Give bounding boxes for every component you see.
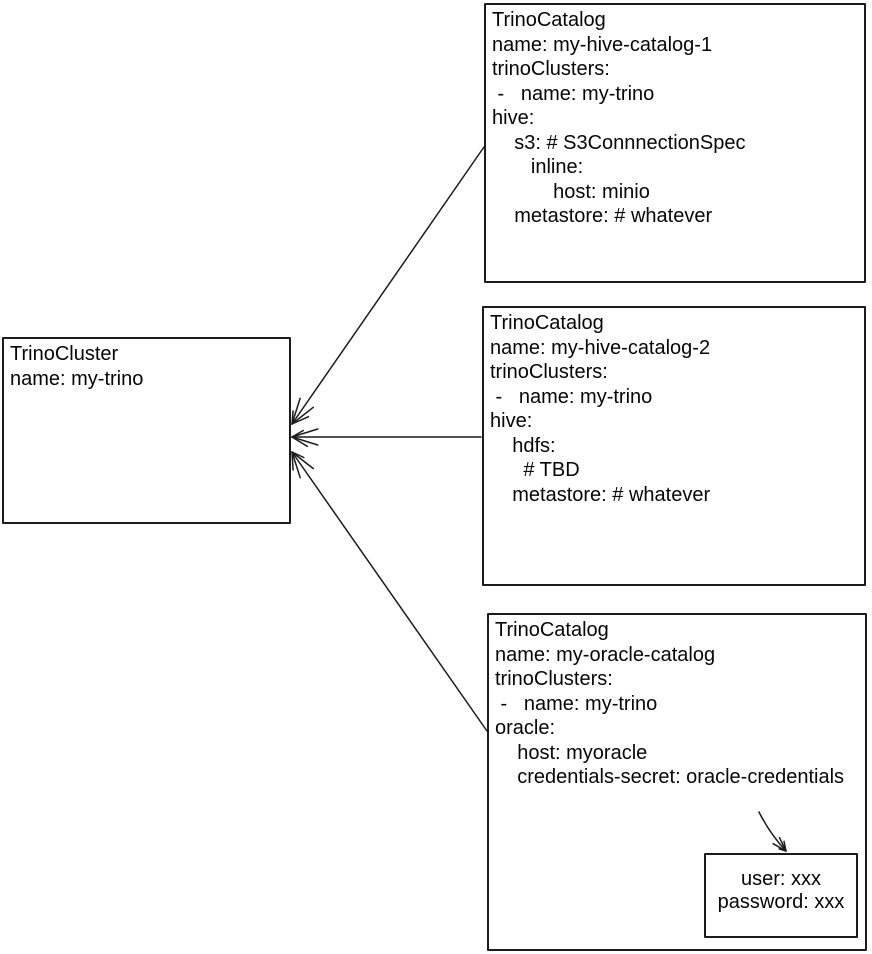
trino-catalog-hive-1-yaml: TrinoCatalog name: my-hive-catalog-1 tri… (492, 9, 746, 227)
credentials-secret-text: user: xxx password: xxx (717, 868, 845, 913)
trino-catalog-oracle-yaml: TrinoCatalog name: my-oracle-catalog tri… (495, 619, 845, 788)
edge-hive-catalog-1-to-cluster (291, 146, 485, 425)
trino-catalog-hive-2-yaml: TrinoCatalog name: my-hive-catalog-2 tri… (490, 312, 711, 506)
node-trino-catalog-oracle: TrinoCatalog name: my-oracle-catalog tri… (487, 613, 867, 951)
node-trino-catalog-hive-1: TrinoCatalog name: my-hive-catalog-1 tri… (484, 3, 866, 283)
edge-oracle-catalog-to-cluster (291, 451, 488, 732)
node-credentials-secret: user: xxx password: xxx (704, 853, 858, 938)
edge-hive-catalog-2-to-cluster (291, 428, 482, 448)
node-trino-cluster: TrinoCluster name: my-trino (2, 337, 291, 524)
trino-cluster-yaml: TrinoCluster name: my-trino (10, 343, 144, 390)
node-trino-catalog-hive-2: TrinoCatalog name: my-hive-catalog-2 tri… (482, 306, 866, 586)
